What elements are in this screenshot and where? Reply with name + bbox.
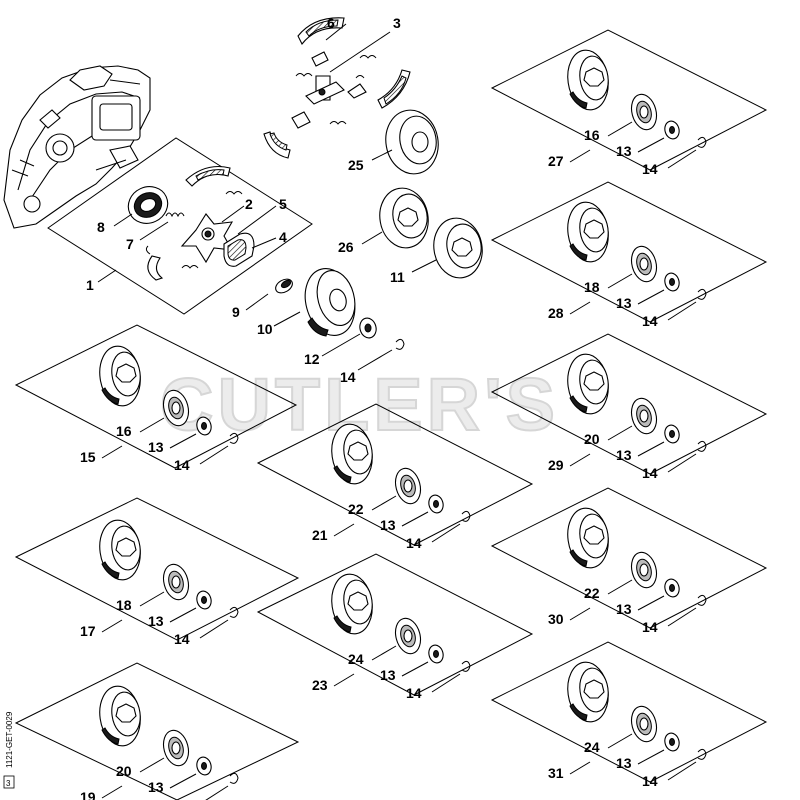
clutch-drum-25: [371, 109, 439, 175]
clip-callout-15: 14: [174, 457, 190, 473]
washer-12: [359, 317, 377, 339]
svg-text:3: 3: [6, 779, 11, 788]
clip-callout-17: 14: [174, 631, 190, 647]
callout-14: 14: [340, 369, 356, 385]
callout-6: 6: [327, 15, 335, 31]
clutch-leader-lines: [97, 205, 393, 371]
kit-callout-29: 29: [548, 457, 564, 473]
sprocket-kit-27: 16 13 14 27: [490, 29, 768, 177]
callout-8: 8: [97, 219, 105, 235]
sprocket-kit-15: 16 13 14 15: [14, 324, 298, 473]
washer-callout-19: 13: [148, 779, 164, 795]
clutch-assembly-box: [47, 137, 313, 315]
sprocket-callout-17: 18: [116, 597, 132, 613]
sprocket-kit-23: 24 13 14 23: [256, 553, 534, 701]
callout-26: 26: [338, 239, 354, 255]
clip-callout-31: 14: [642, 773, 658, 789]
e-clip-14: [395, 338, 405, 350]
washer-callout-28: 13: [616, 295, 632, 311]
sprocket-kit-21: 22 13 14 21: [256, 403, 534, 551]
washer-callout-31: 13: [616, 755, 632, 771]
sprocket-kit-boxes: 1613141518131417201314192213142124131423…: [14, 29, 768, 800]
kit-callout-31: 31: [548, 765, 564, 781]
washer-callout-29: 13: [616, 447, 632, 463]
callout-1: 1: [86, 277, 94, 293]
washer-callout-30: 13: [616, 601, 632, 617]
callout-12: 12: [304, 351, 320, 367]
sprocket-callout-27: 16: [584, 127, 600, 143]
kit-callout-30: 30: [548, 611, 564, 627]
washer-callout-27: 13: [616, 143, 632, 159]
kit-callout-27: 27: [548, 153, 564, 169]
callout-11: 11: [390, 269, 405, 285]
clip-callout-23: 14: [406, 685, 422, 701]
sprocket-callout-28: 18: [584, 279, 600, 295]
callout-labels: 6 3 25 26 11 8 7 2 5 4 1 9 10 12 14: [86, 15, 405, 385]
clip-callout-27: 14: [642, 161, 658, 177]
sprocket-kit-31: 24 13 14 31: [490, 641, 768, 789]
sprocket-callout-21: 22: [348, 501, 364, 517]
washer-callout-23: 13: [380, 667, 396, 683]
kit-callout-23: 23: [312, 677, 328, 693]
kit-callout-19: 19: [80, 789, 96, 800]
sprocket-callout-15: 16: [116, 423, 132, 439]
sprocket-kit-29: 20 13 14 29: [490, 333, 768, 481]
engine-housing-illustration: [3, 65, 151, 229]
washer-callout-15: 13: [148, 439, 164, 455]
kit-callout-28: 28: [548, 305, 564, 321]
callout-5: 5: [279, 196, 287, 212]
callout-4: 4: [279, 229, 287, 245]
clip-callout-30: 14: [642, 619, 658, 635]
clutch-drum-11: [411, 217, 483, 279]
clutch-drum-10: [304, 268, 356, 337]
sprocket-callout-29: 20: [584, 431, 600, 447]
washer-callout-17: 13: [148, 613, 164, 629]
svg-text:1121-GET-0029: 1121-GET-0029: [5, 711, 14, 768]
sprocket-kit-28: 18 13 14 28: [490, 181, 768, 329]
callout-3: 3: [393, 15, 401, 31]
sprocket-kit-30: 22 13 14 30: [490, 487, 768, 635]
callout-9: 9: [232, 304, 240, 320]
sprocket-callout-31: 24: [584, 739, 600, 755]
callout-2: 2: [245, 196, 253, 212]
callout-10: 10: [257, 321, 273, 337]
sprocket-callout-30: 22: [584, 585, 600, 601]
callout-7: 7: [126, 236, 134, 252]
kit-callout-17: 17: [80, 623, 96, 639]
sprocket-kit-19: 20 13 14 19: [14, 662, 300, 800]
sprocket-callout-23: 24: [348, 651, 364, 667]
clip-callout-29: 14: [642, 465, 658, 481]
clip-callout-19: 14: [174, 797, 190, 800]
washer-callout-21: 13: [380, 517, 396, 533]
drawing-code: 1121-GET-0029 3: [3, 711, 15, 789]
clutch-parts-exploded-top: [263, 17, 411, 159]
kit-callout-21: 21: [312, 527, 328, 543]
kit-callout-15: 15: [80, 449, 96, 465]
needle-bearing-part: [275, 278, 293, 294]
sprocket-kit-17: 18 13 14 17: [14, 497, 300, 647]
sprocket-callout-19: 20: [116, 763, 132, 779]
clip-callout-28: 14: [642, 313, 658, 329]
callout-25: 25: [348, 157, 364, 173]
clutch-drum-26: [361, 187, 429, 249]
clip-callout-21: 14: [406, 535, 422, 551]
